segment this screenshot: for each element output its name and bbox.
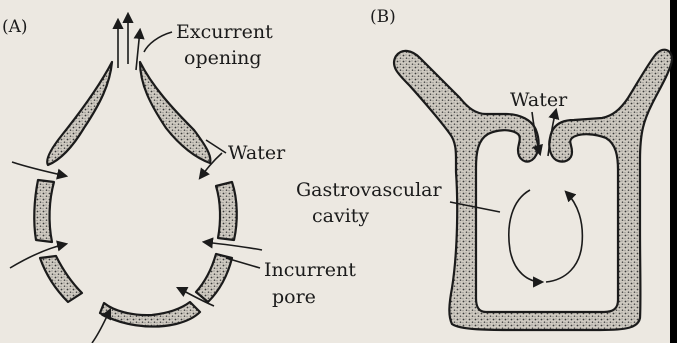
circulation-arrow-right <box>546 192 582 282</box>
label-incurrent-line2: pore <box>272 286 316 308</box>
sponge-wall-right-upper <box>216 182 237 240</box>
right-edge-bar <box>670 0 677 343</box>
incurrent-arrow-right <box>204 242 262 250</box>
label-water-a: Water <box>228 142 286 164</box>
sponge-wall-left-upper <box>34 180 54 242</box>
label-excurrent-line2: opening <box>184 47 262 69</box>
panel-b: (B) Water Gastrovascular cavity <box>296 7 672 330</box>
label-excurrent-line1: Excurrent <box>176 21 273 43</box>
panel-a-label: (A) <box>2 17 28 37</box>
label-water-b: Water <box>510 89 568 111</box>
sponge-wall-upper-right <box>140 62 210 163</box>
sponge-wall-left-lower <box>40 256 82 302</box>
label-gastro-line2: cavity <box>312 205 369 227</box>
sponge-wall-upper-left <box>47 62 112 165</box>
panel-b-label: (B) <box>370 7 396 27</box>
incurrent-arrow-upper-left <box>12 162 66 176</box>
excurrent-leader <box>144 32 172 52</box>
label-gastro-line1: Gastrovascular <box>296 179 443 201</box>
sponge-wall-bottom <box>100 302 200 327</box>
sponge-wall-right-lower <box>196 254 232 302</box>
incurrent-arrow-bottom <box>92 310 110 343</box>
circulation-arrow-left <box>509 190 542 282</box>
label-incurrent-line1: Incurrent <box>264 259 356 281</box>
